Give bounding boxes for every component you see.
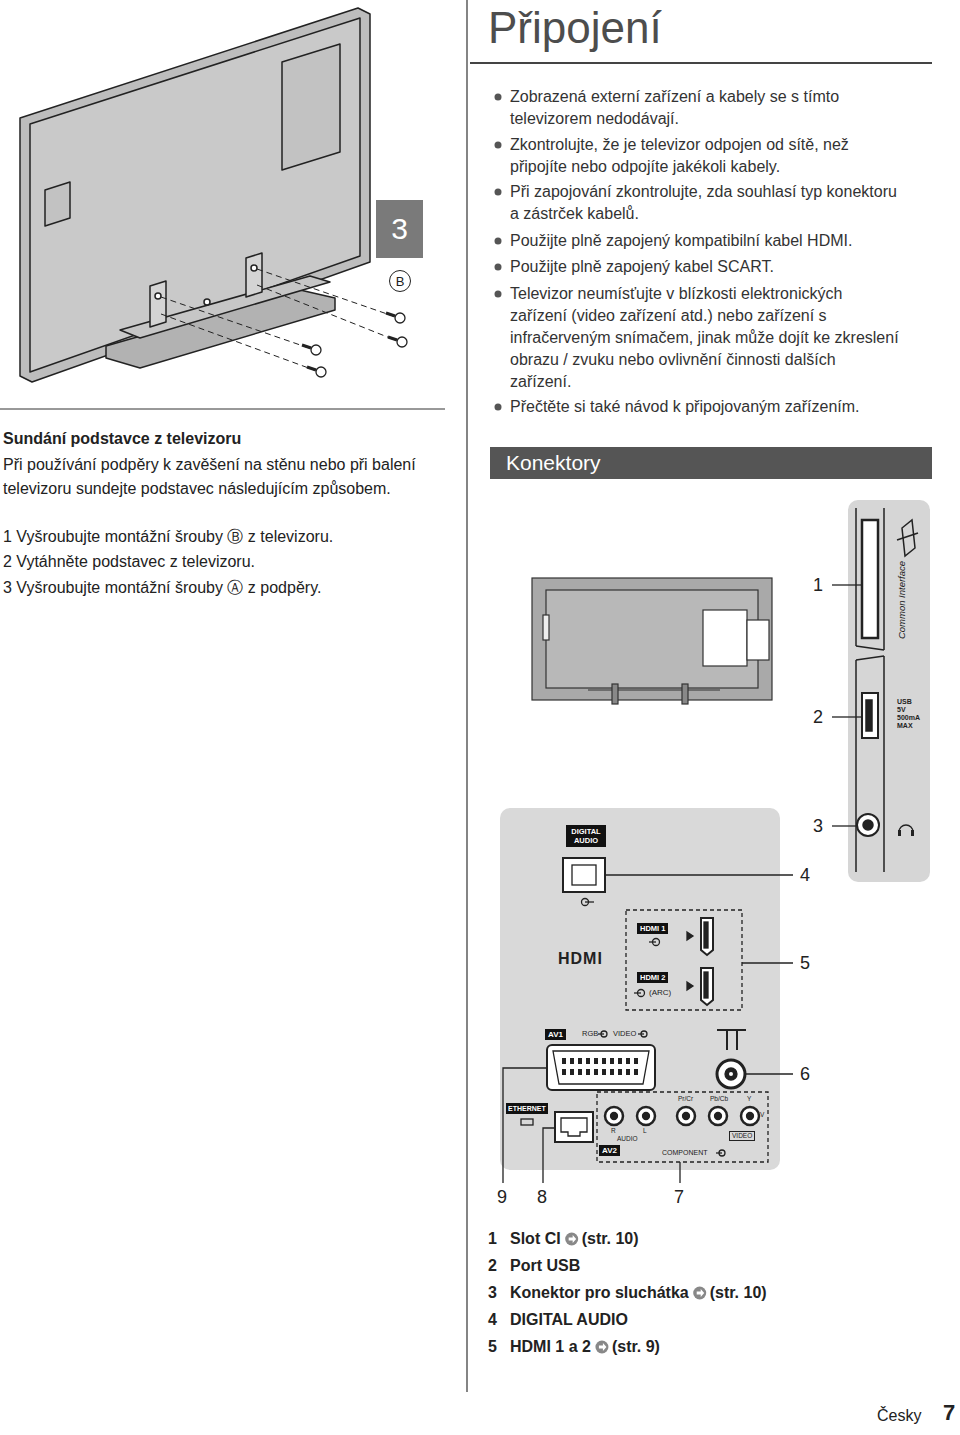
port-name: DIGITAL AUDIO <box>569 827 603 845</box>
port-tag: DIGITAL AUDIO <box>566 825 606 847</box>
port-tag: AV2 <box>599 1145 620 1156</box>
pin-name: L <box>643 1127 647 1135</box>
pin-name: AUDIO <box>617 1135 638 1143</box>
port-tag: HDMI 2 <box>637 972 668 983</box>
section-band: Konektory <box>490 447 932 479</box>
port-name: ETHERNET <box>508 1104 546 1113</box>
pin-name: VIDEO <box>613 1030 636 1039</box>
callout-number: 8 <box>537 1187 547 1207</box>
list-number: 5 <box>488 1337 497 1357</box>
bullet-text: Použijte plně zapojený kompatibilní kabe… <box>510 230 900 252</box>
step-number: 3 <box>391 212 408 246</box>
page-title: Připojení <box>488 0 662 56</box>
list-number: 4 <box>488 1310 497 1330</box>
port-name: AV1 <box>548 1030 563 1039</box>
callout-number: 1 <box>813 575 823 595</box>
bullet-text: Při zapojování zkontrolujte, zda souhlas… <box>510 181 900 225</box>
list-text: Port USB <box>510 1256 580 1276</box>
section-heading: Konektory <box>506 451 601 475</box>
list-text: DIGITAL AUDIO <box>510 1310 628 1330</box>
section-heading: Sundání podstavce z televizoru <box>3 427 241 451</box>
pin-name: R <box>611 1127 616 1135</box>
list-number: 3 <box>488 1283 497 1303</box>
port-note: (ARC) <box>649 988 671 997</box>
callout-number: 5 <box>800 953 810 973</box>
callout-number: 9 <box>497 1187 507 1207</box>
list-text: Slot CI <box>510 1229 561 1249</box>
pin-name: Y <box>747 1095 751 1103</box>
step-text: 1 Vyšroubujte montážní šrouby Ⓑ z televi… <box>3 525 443 549</box>
page-ref: (str. 10) <box>582 1229 639 1249</box>
bullet-text: Použijte plně zapojený kabel SCART. <box>510 256 900 278</box>
page-ref: (str. 10) <box>710 1283 767 1303</box>
callout-number: 4 <box>800 865 810 885</box>
port-name: VIDEO <box>732 1132 752 1140</box>
list-number: 1 <box>488 1229 497 1249</box>
bullet-text: Zobrazená externí zařízení a kabely se s… <box>510 86 900 130</box>
page-ref: (str. 9) <box>612 1337 660 1357</box>
pin-name: Pb/Cb <box>710 1095 728 1103</box>
port-name: HDMI 2 <box>640 973 665 982</box>
port-tag: AV1 <box>545 1029 566 1040</box>
language-label: Česky <box>877 1406 921 1426</box>
slot-label: Common Interface <box>896 560 908 640</box>
step-box: 3 <box>376 200 423 258</box>
port-tag: HDMI 1 <box>637 923 668 934</box>
pin-name: V <box>760 1111 764 1119</box>
callout-number: 6 <box>800 1064 810 1084</box>
callout-number: 7 <box>674 1187 684 1207</box>
port-name: HDMI 1 <box>640 924 665 933</box>
list-text: Konektor pro sluchátka <box>510 1283 689 1303</box>
list-number: 2 <box>488 1256 497 1276</box>
list-text: HDMI 1 a 2 <box>510 1337 591 1357</box>
port-tag: ETHERNET <box>506 1103 548 1114</box>
bullet-text: Zkontrolujte, že je televizor odpojen od… <box>510 134 900 178</box>
outlined-tag: VIDEO <box>729 1131 755 1141</box>
callout-letter: B <box>396 274 405 289</box>
screw-callout: B <box>389 270 411 292</box>
step-text: 3 Vyšroubujte montážní šrouby Ⓐ z podpěr… <box>3 576 443 600</box>
port-name: AV2 <box>602 1146 617 1155</box>
body-text: Při používání podpěry k zavěšení na stěn… <box>3 453 423 501</box>
bullet-text: Přečtěte si také návod k připojovaným za… <box>510 396 900 418</box>
port-rating: USB 5V 500mA MAX <box>897 698 921 730</box>
page-number: 7 <box>943 1400 955 1426</box>
pin-name: RGB <box>582 1030 598 1039</box>
callout-number: 2 <box>813 707 823 727</box>
hdmi-logo: HDMI <box>558 950 603 968</box>
pin-name: Pr/Cr <box>678 1095 693 1103</box>
step-text: 2 Vytáhněte podstavec z televizoru. <box>3 550 443 574</box>
pin-name: COMPONENT <box>662 1149 708 1157</box>
bullet-text: Televizor neumísťujte v blízkosti elektr… <box>510 283 900 393</box>
callout-number: 3 <box>813 816 823 836</box>
